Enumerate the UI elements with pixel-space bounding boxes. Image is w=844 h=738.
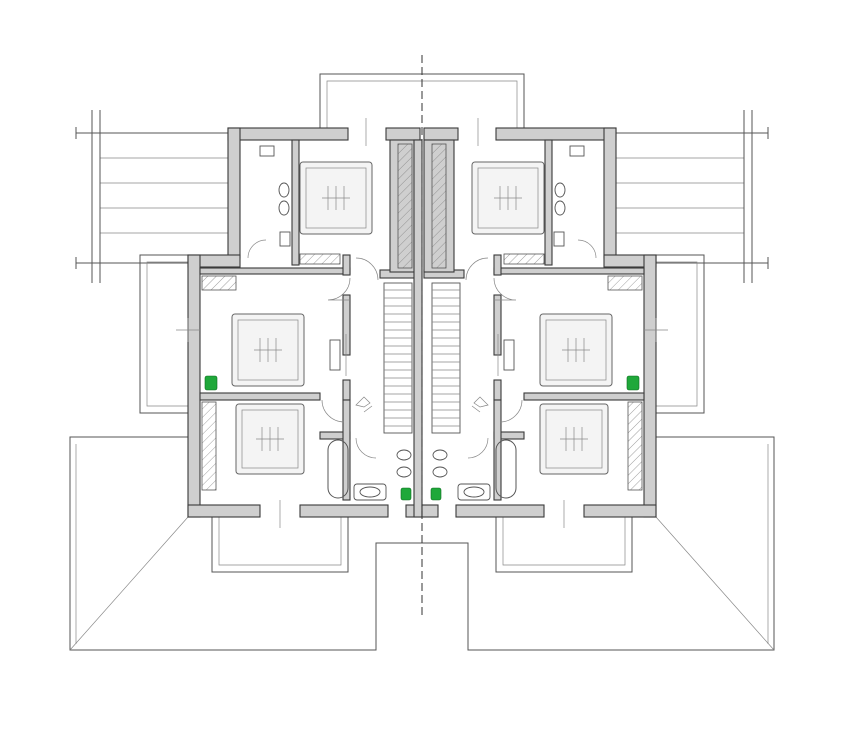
bed-sheet xyxy=(545,319,607,381)
bed-sheet xyxy=(477,167,539,229)
stair-icon xyxy=(383,282,461,434)
bed-icon xyxy=(231,161,613,475)
bed-sheet xyxy=(241,409,299,469)
balcony-left xyxy=(139,254,188,414)
walls-right-unit xyxy=(421,127,657,518)
bed-sheet xyxy=(237,319,299,381)
pergola-left xyxy=(75,110,230,283)
bed-sheet xyxy=(545,409,603,469)
wardrobe-icon xyxy=(201,143,643,491)
bottom-balcony-left xyxy=(211,517,349,573)
plant-icon xyxy=(204,375,640,501)
bed-sheet xyxy=(305,167,367,229)
washbasin-icon xyxy=(327,439,517,501)
bottom-balcony-right xyxy=(495,517,633,573)
pergola-right xyxy=(614,110,769,283)
desk-icon xyxy=(329,334,515,376)
door-icon xyxy=(247,239,597,459)
window-icon xyxy=(176,118,668,528)
balcony-right xyxy=(656,254,705,414)
roof-outline xyxy=(69,436,775,651)
toilet-icon xyxy=(259,145,585,478)
